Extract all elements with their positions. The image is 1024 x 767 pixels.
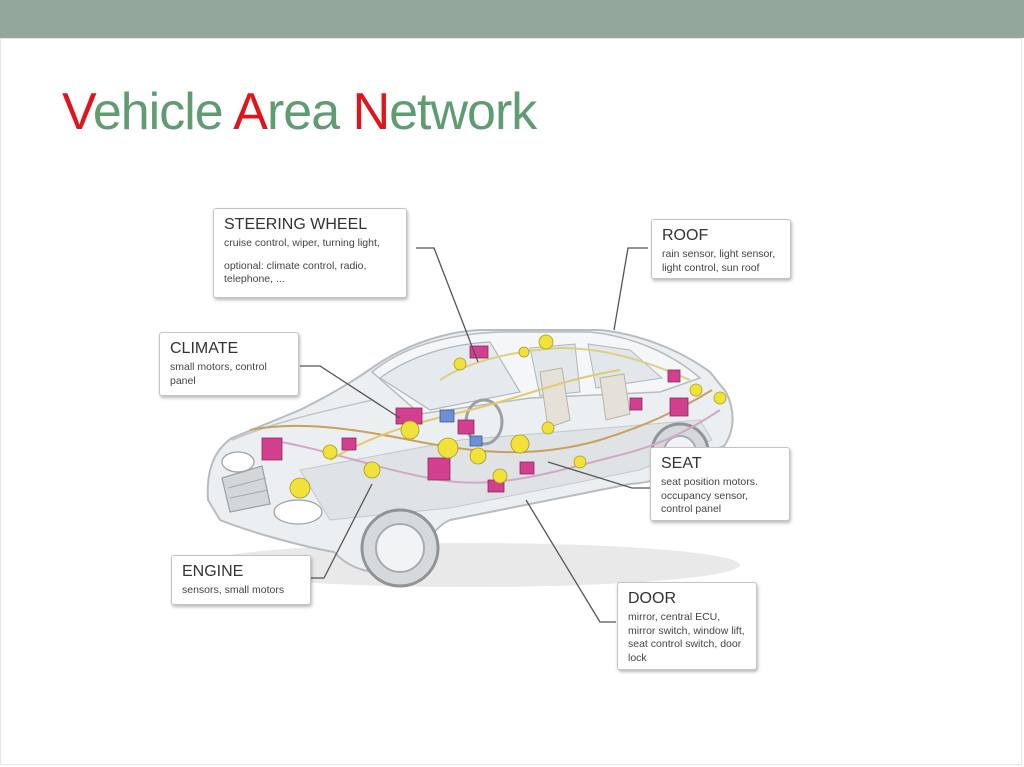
callout-door: DOOR mirror, central ECU, mirror switch,… [617, 582, 757, 670]
front-wheel-rim [375, 523, 425, 573]
title-word-area: rea [266, 83, 353, 141]
callout-description: rain sensor, light sensor, light control… [662, 248, 776, 274]
car-hood [231, 399, 373, 441]
ecu-module [261, 437, 283, 461]
title-initial-a: A [233, 83, 268, 141]
ecu-module [629, 397, 643, 411]
ecu-module [669, 397, 689, 417]
ecu-module [469, 345, 489, 359]
callout-steering-wheel: STEERING WHEEL cruise control, wiper, tu… [213, 208, 407, 298]
sensor-node [469, 447, 487, 465]
sensor-node [713, 391, 727, 405]
sensor-node [289, 477, 311, 499]
leader-line-climate [300, 365, 401, 419]
ecu-module [667, 369, 681, 383]
sensor-node [573, 455, 587, 469]
header-bar [0, 0, 1024, 38]
wiring-harness [249, 346, 721, 484]
ecu-module [341, 437, 357, 451]
headlight-left [221, 451, 255, 473]
callout-heading: DOOR [628, 590, 676, 607]
callout-heading: STEERING WHEEL [224, 216, 368, 233]
callout-heading: SEAT [661, 455, 702, 472]
callout-engine: ENGINE sensors, small motors [171, 555, 311, 605]
callout-description: seat position motors. occupancy sensor, … [661, 476, 758, 516]
sensor-node [689, 383, 703, 397]
sensor-node [538, 334, 554, 350]
control-module [439, 409, 455, 423]
sensor-node [363, 461, 381, 479]
sensor-node [510, 434, 530, 454]
car-windshield [378, 341, 521, 411]
leader-line-steering [416, 247, 479, 363]
callout-description: mirror, central ECU, mirror switch, wind… [628, 611, 745, 665]
leader-lines [300, 247, 650, 623]
callout-heading: CLIMATE [170, 340, 239, 357]
sensor-node [322, 444, 338, 460]
slide-title: Vehicle Area Network [62, 83, 537, 141]
callout-seat: SEAT seat position motors. occupancy sen… [650, 447, 790, 521]
callout-description: cruise control, wiper, turning light, [224, 237, 380, 250]
leader-line-roof [613, 247, 648, 331]
callout-heading: ROOF [662, 227, 709, 244]
sensor-node [437, 437, 459, 459]
callout-description-optional: optional: climate control, radio, teleph… [224, 259, 367, 286]
car-seat [599, 373, 631, 421]
leader-line-seat [547, 461, 650, 489]
sensor-node [541, 421, 555, 435]
leader-line-engine [310, 483, 373, 579]
title-word-vehicle: ehicle [92, 83, 234, 141]
leader-line-door [525, 499, 616, 623]
ecu-module [427, 457, 451, 481]
grille-bar [229, 489, 269, 499]
title-initial-v: V [62, 83, 94, 141]
sensor-node [453, 357, 467, 371]
title-word-network: etwork [389, 83, 537, 141]
sensor-node [492, 468, 508, 484]
ecu-module [519, 461, 535, 475]
callout-climate: CLIMATE small motors, control panel [159, 332, 299, 396]
callout-description: sensors, small motors [182, 584, 285, 597]
headlight-right [273, 499, 323, 525]
slide-frame [0, 38, 1022, 765]
ecu-module [457, 419, 475, 435]
grille-bar [227, 477, 267, 489]
title-initial-n: N [352, 83, 391, 141]
control-module [469, 435, 483, 447]
sensor-node [518, 346, 530, 358]
callout-heading: ENGINE [182, 563, 244, 580]
sensor-node [400, 420, 420, 440]
callout-roof: ROOF rain sensor, light sensor, light co… [651, 219, 791, 279]
callout-description: small motors, control panel [170, 361, 267, 387]
